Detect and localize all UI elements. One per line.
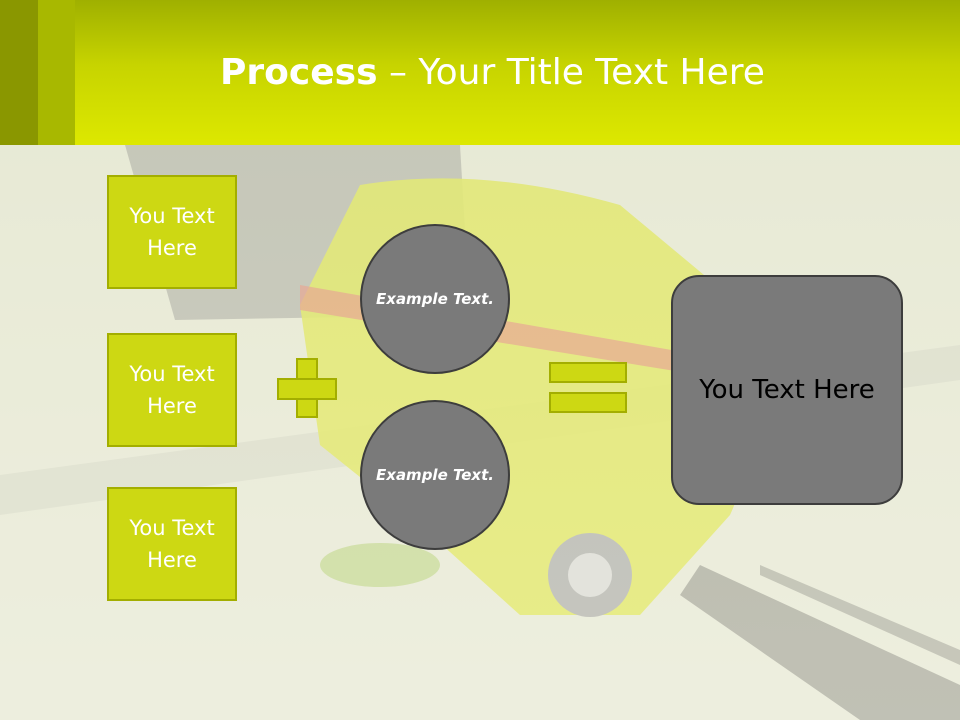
text-box-3[interactable]: You Text Here: [107, 487, 237, 601]
example-circle-1[interactable]: Example Text.: [360, 224, 510, 374]
text-box-1[interactable]: You Text Here: [107, 175, 237, 289]
example-circle-2[interactable]: Example Text.: [360, 400, 510, 550]
header-band: Process – Your Title Text Here: [0, 0, 960, 145]
text-box-2[interactable]: You Text Here: [107, 333, 237, 447]
wheel-shape: [548, 533, 632, 617]
title-rest: – Your Title Text Here: [377, 52, 765, 93]
road-marking: [680, 565, 960, 720]
result-box[interactable]: You Text Here: [671, 275, 903, 505]
header-stripe: [38, 0, 75, 145]
slide-title[interactable]: Process – Your Title Text Here: [0, 52, 960, 93]
figure-shape: [320, 543, 440, 587]
title-bold: Process: [220, 52, 378, 93]
header-stripe: [0, 0, 38, 145]
